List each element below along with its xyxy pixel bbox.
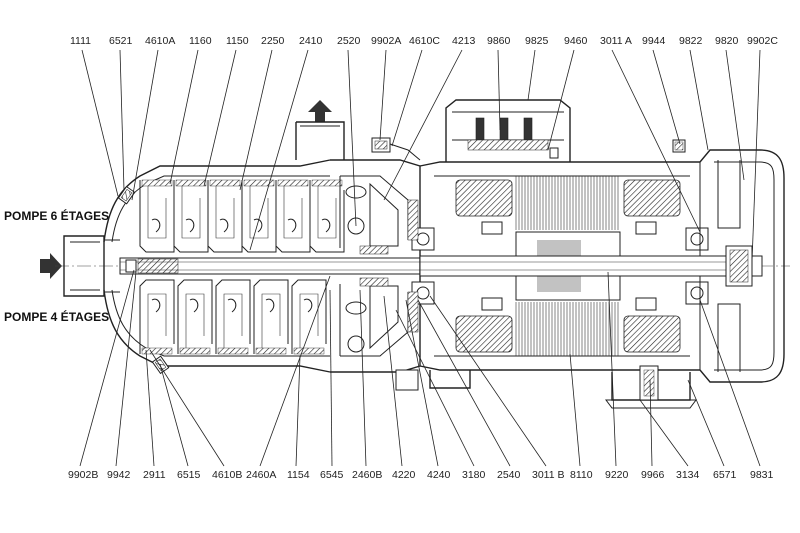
callout-1154: 1154 [287, 469, 310, 481]
outlet-arrow-icon [308, 100, 332, 122]
callout-3134: 3134 [676, 469, 700, 481]
callout-2250: 2250 [261, 35, 285, 47]
label-pompe-6-etages: POMPE 6 ÉTAGES [4, 208, 109, 223]
callout-3011b: 3011 B [532, 469, 565, 481]
bottom-callouts: 9902B 9942 2911 6515 4610B 2460A 1154 65… [68, 469, 774, 481]
callout-6545: 6545 [320, 469, 344, 481]
callout-2540: 2540 [497, 469, 521, 481]
callout-9825: 9825 [525, 35, 549, 47]
callout-1160: 1160 [189, 35, 212, 47]
callout-6521: 6521 [109, 35, 133, 47]
callout-9944: 9944 [642, 35, 666, 47]
callout-6571: 6571 [713, 469, 737, 481]
callout-8110: 8110 [570, 469, 593, 481]
callout-9460: 9460 [564, 35, 588, 47]
callout-4610a: 4610A [145, 35, 175, 47]
callout-9966: 9966 [641, 469, 665, 481]
callout-3180: 3180 [462, 469, 486, 481]
top-callouts: 1111 6521 4610A 1160 1150 2250 2410 2520… [70, 35, 778, 47]
callout-4610b: 4610B [212, 469, 242, 481]
callout-9820: 9820 [715, 35, 739, 47]
callout-9831: 9831 [750, 469, 774, 481]
callout-2911: 2911 [143, 469, 166, 481]
callout-2410: 2410 [299, 35, 323, 47]
callout-9902c: 9902C [747, 35, 778, 47]
callout-2460a: 2460A [246, 469, 276, 481]
callout-4240: 4240 [427, 469, 451, 481]
callout-4220: 4220 [392, 469, 416, 481]
callout-4610c: 4610C [409, 35, 440, 47]
callout-9942: 9942 [107, 469, 131, 481]
callout-6515: 6515 [177, 469, 201, 481]
callout-9220: 9220 [605, 469, 629, 481]
callout-9860: 9860 [487, 35, 511, 47]
callout-9902b: 9902B [68, 469, 98, 481]
callout-2520: 2520 [337, 35, 361, 47]
callout-1150: 1150 [226, 35, 249, 47]
callout-9902a: 9902A [371, 35, 401, 47]
callout-2460b: 2460B [352, 469, 382, 481]
label-pompe-4-etages: POMPE 4 ÉTAGES [4, 309, 109, 324]
callout-9822: 9822 [679, 35, 703, 47]
callout-3011a: 3011 A [600, 35, 632, 47]
callout-4213: 4213 [452, 35, 476, 47]
callout-1111: 1111 [70, 35, 91, 47]
pump-drawing [55, 49, 790, 467]
